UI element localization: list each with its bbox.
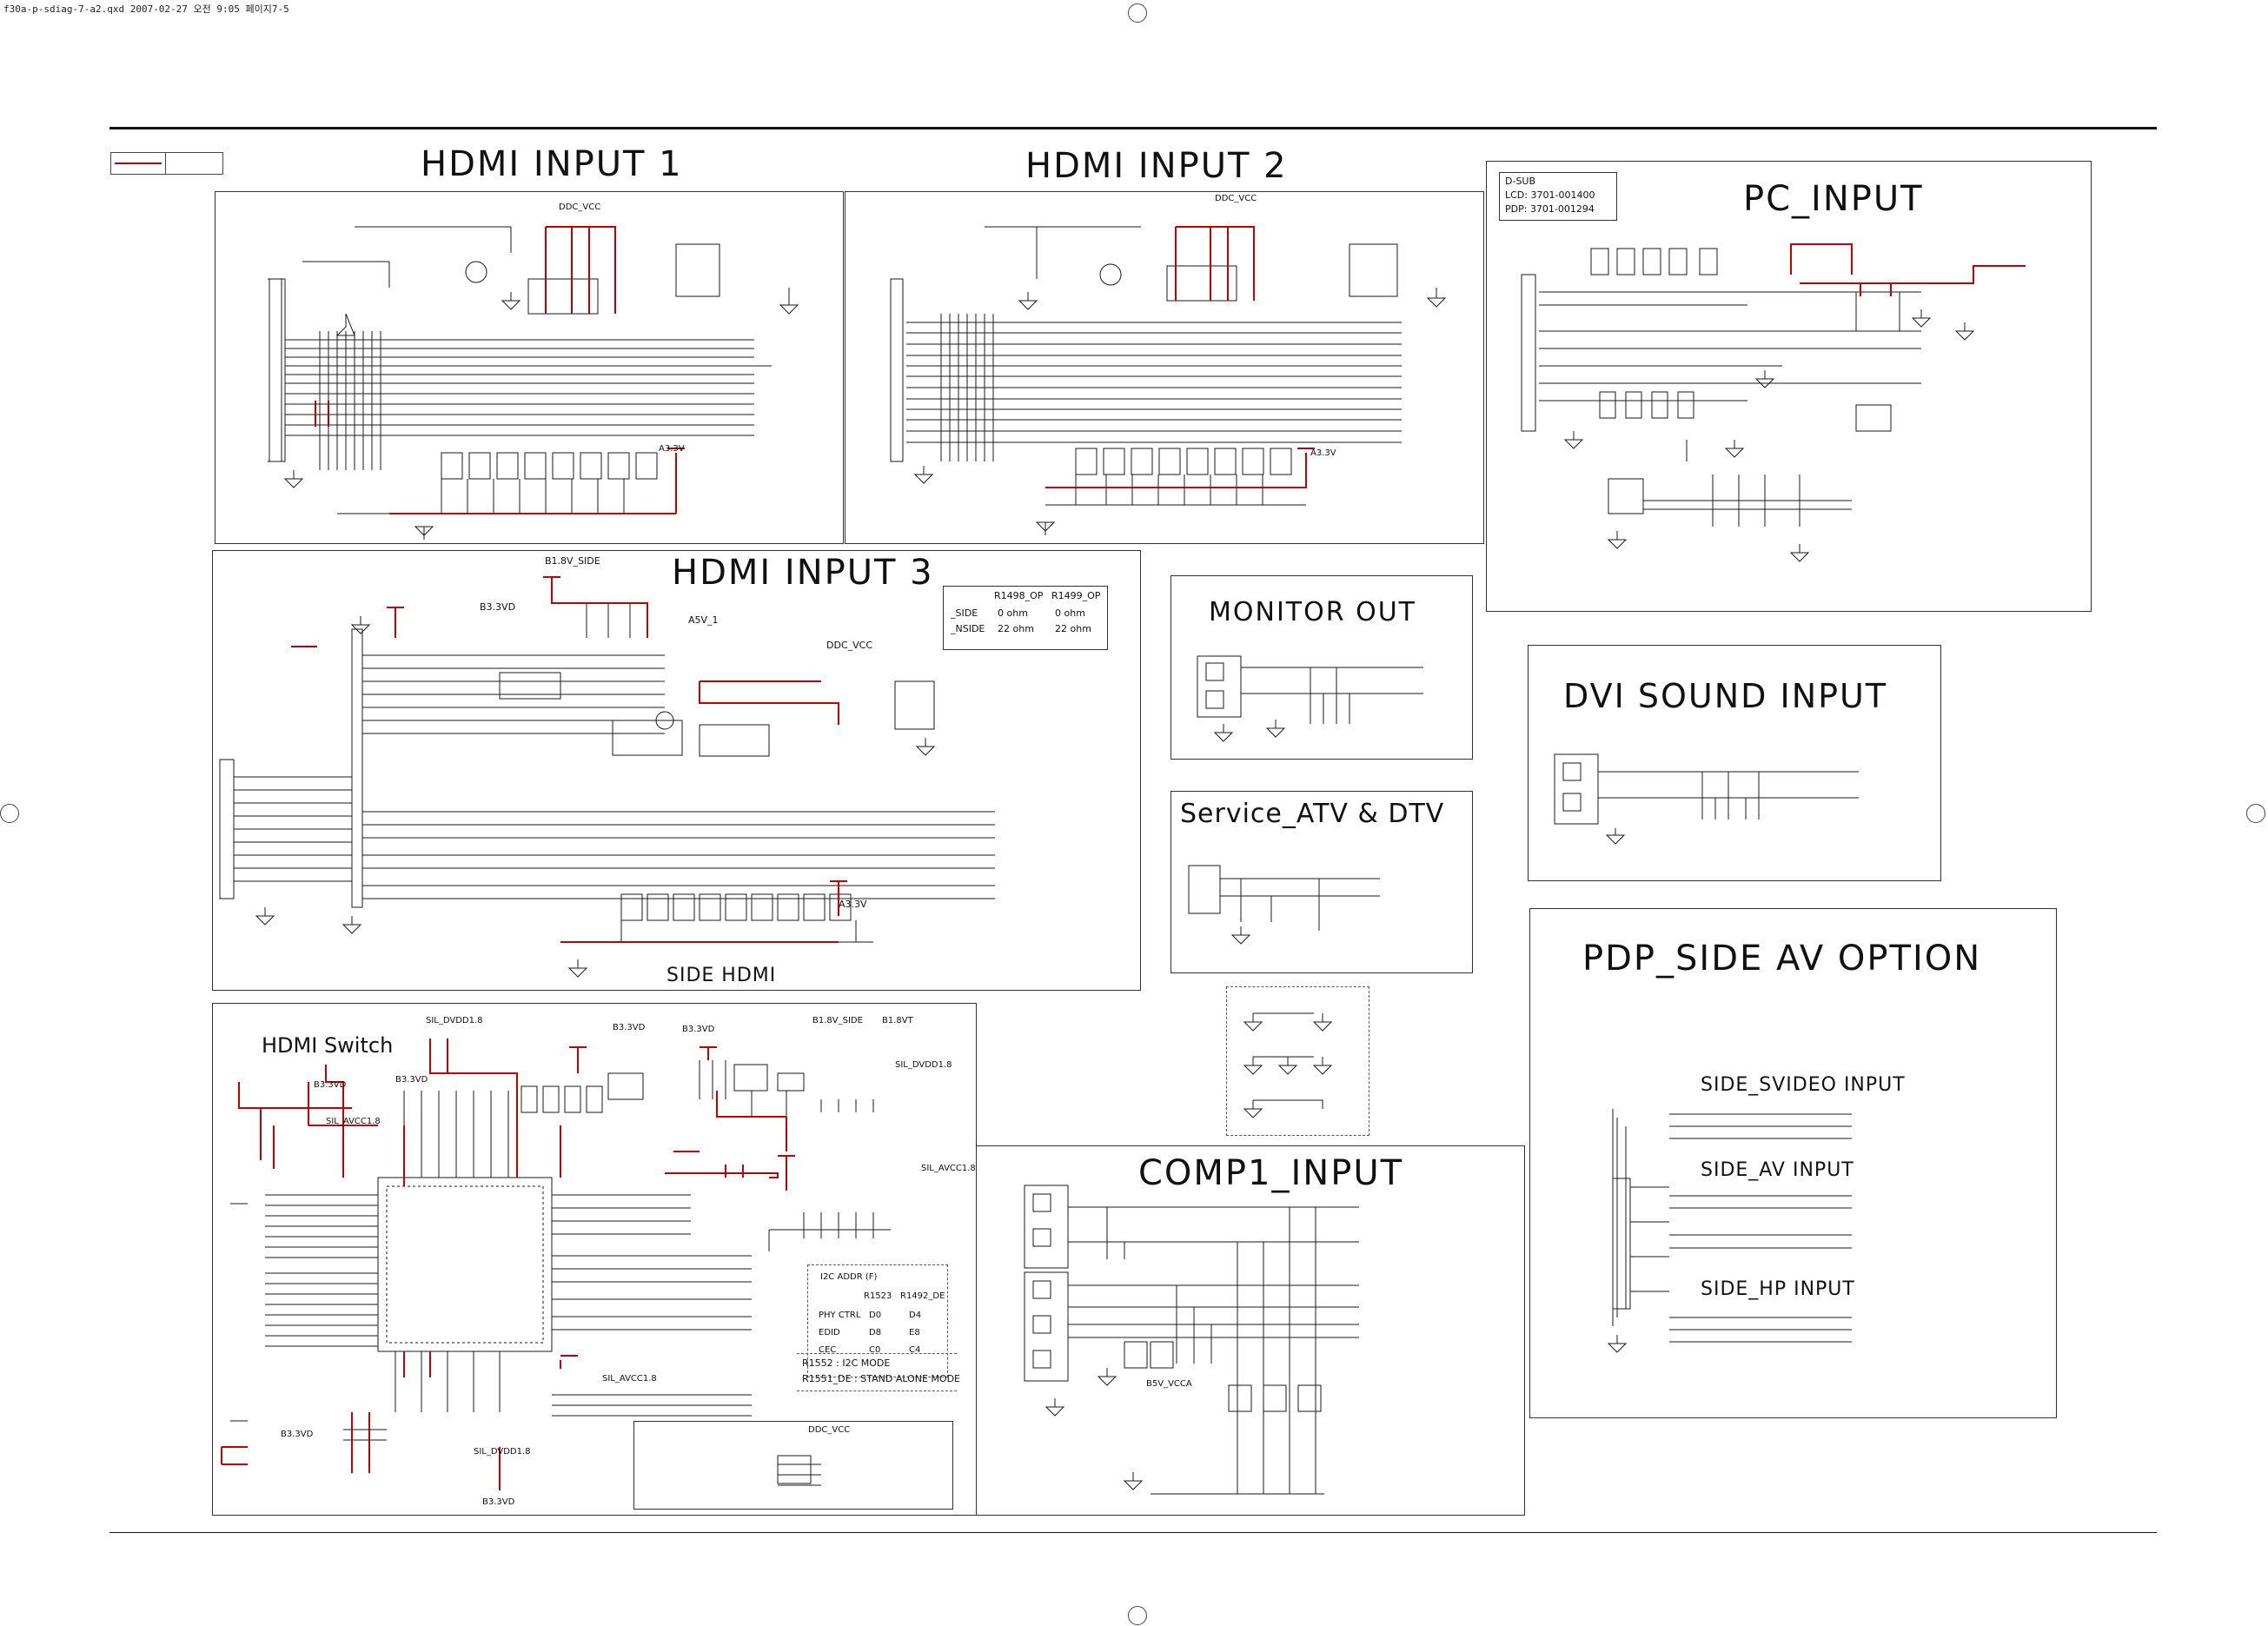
addr-cell: C4 xyxy=(909,1345,921,1355)
pdp-side-av-option-title: PDP_SIDE AV OPTION xyxy=(1582,939,1982,979)
addr-cell: D4 xyxy=(909,1311,922,1320)
addr-cell: D8 xyxy=(869,1328,882,1337)
pc-input-panel: PC_INPUT D-SUB LCD: 3701-001400 PDP: 370… xyxy=(1486,161,2092,612)
option-cell: 22 ohm xyxy=(1055,623,1091,634)
addr-header: R1523 xyxy=(864,1291,892,1301)
option-cell: 0 ohm xyxy=(1055,607,1085,619)
addr-cell: E8 xyxy=(909,1328,920,1337)
page-tab-marker xyxy=(110,152,223,175)
option-row-label: _SIDE xyxy=(951,607,978,619)
switch-rail-b18vt: B1.8VT xyxy=(882,1016,913,1025)
hdmi3-a3v3: A3.3V xyxy=(839,899,867,910)
hdmi-input-1-panel: DDC_VCC A3.3V xyxy=(215,191,844,544)
hdmi2-a3v3-label: A3.3V xyxy=(1310,448,1336,458)
option-cell: 22 ohm xyxy=(998,623,1034,634)
side-hp-input-label: SIDE_HP INPUT xyxy=(1701,1278,1855,1300)
switch-rail-b33vd: B3.3VD xyxy=(314,1080,347,1090)
switch-rail-b33vd: B3.3VD xyxy=(482,1497,515,1507)
hdmi-switch-panel: HDMI Switch xyxy=(212,1003,977,1516)
dsub-label: D-SUB xyxy=(1505,176,1536,187)
hdmi-input-2-panel: DDC_VCC A3.3V xyxy=(845,191,1484,544)
option-header-2: R1499_OP xyxy=(1051,590,1101,601)
pdp-code: PDP: 3701-001294 xyxy=(1505,203,1595,215)
hdmi3-a5v1: A5V_1 xyxy=(688,614,719,626)
hdmi-input-3-title: HDMI INPUT 3 xyxy=(672,553,934,593)
hdmi-input-1-title: HDMI INPUT 1 xyxy=(421,144,683,184)
ddc-eeprom-box: DDC_VCC xyxy=(633,1421,953,1510)
i2c-addr-title: I2C ADDR (F) xyxy=(820,1272,878,1282)
switch-rail-sil-dvdd: SIL_DVDD1.8 xyxy=(474,1447,531,1457)
switch-rail-b33vd: B3.3VD xyxy=(613,1023,646,1032)
option-cell: 0 ohm xyxy=(998,607,1028,619)
comp1-schematic xyxy=(1024,1185,1359,1495)
registration-mark-top xyxy=(1128,3,1147,23)
side-svideo-input-label: SIDE_SVIDEO INPUT xyxy=(1701,1074,1906,1096)
dvi-sound-input-title: DVI SOUND INPUT xyxy=(1563,677,1888,715)
switch-ddc-vcc: DDC_VCC xyxy=(808,1425,851,1435)
option-header-1: R1498_OP xyxy=(994,590,1044,601)
service-title: Service_ATV & DTV xyxy=(1180,799,1445,829)
dvi-sound-input-panel: DVI SOUND INPUT xyxy=(1528,645,1941,881)
hdmi3-b18v-side: B1.8V_SIDE xyxy=(545,555,600,567)
pc-input-title: PC_INPUT xyxy=(1743,179,1924,219)
switch-rail-b33vd: B3.3VD xyxy=(395,1075,428,1085)
addr-row-label: PHY CTRL xyxy=(819,1311,861,1320)
service-atv-dtv-panel: Service_ATV & DTV xyxy=(1170,791,1473,973)
i2c-addr-table: I2C ADDR (F) R1523 R1492_DE PHY CTRL D0 … xyxy=(807,1264,948,1377)
registration-mark-left xyxy=(0,804,19,823)
switch-rail-sil-avcc: SIL_AVCC1.8 xyxy=(602,1374,657,1384)
lcd-code: LCD: 3701-001400 xyxy=(1505,189,1595,201)
option-row-label: _NSIDE xyxy=(951,623,985,634)
hdmi-input-3-panel: HDMI INPUT 3 R1498_OP R1499_OP _SIDE 0 o… xyxy=(212,550,1141,991)
hdmi2-ddc-vcc-label: DDC_VCC xyxy=(1215,194,1257,203)
hdmi1-ddc-vcc-label: DDC_VCC xyxy=(559,202,601,212)
dsub-info-box: D-SUB LCD: 3701-001400 PDP: 3701-001294 xyxy=(1499,172,1617,221)
addr-cell: D0 xyxy=(869,1311,882,1320)
switch-rail-sil-avcc: SIL_AVCC1.8 xyxy=(921,1164,976,1173)
side-av-input-label: SIDE_AV INPUT xyxy=(1701,1159,1854,1181)
registration-mark-right xyxy=(2246,804,2265,823)
switch-rail-sil-avcc: SIL_AVCC1.8 xyxy=(326,1117,381,1126)
switch-rail-b33vd: B3.3VD xyxy=(281,1430,314,1439)
top-rule xyxy=(109,127,2157,129)
addr-cell: C0 xyxy=(869,1345,881,1355)
switch-rail-sil-dvdd: SIL_DVDD1.8 xyxy=(895,1060,952,1070)
monitor-out-panel: MONITOR OUT xyxy=(1170,575,1473,760)
hdmi-switch-title: HDMI Switch xyxy=(262,1033,394,1058)
switch-rail-sil-dvdd: SIL_DVDD1.8 xyxy=(426,1016,483,1025)
switch-rail-b33vd: B3.3VD xyxy=(682,1025,715,1034)
hdmi-input-2-schematic xyxy=(890,226,1447,535)
hdmi-input-1-schematic xyxy=(268,226,799,540)
side-hdmi-label: SIDE HDMI xyxy=(666,965,777,986)
mode-line-1: R1552 : I2C MODE xyxy=(802,1357,891,1369)
registration-mark-bottom xyxy=(1128,1606,1147,1625)
file-info-header: f30a-p-sdiag-7-a2.qxd 2007-02-27 오전 9:05… xyxy=(3,3,289,15)
hdmi3-option-table: R1498_OP R1499_OP _SIDE 0 ohm 0 ohm _NSI… xyxy=(943,586,1108,650)
comp1-b5v-vcca: B5V_VCCA xyxy=(1146,1379,1192,1389)
hdmi3-ddc-vcc: DDC_VCC xyxy=(826,640,873,651)
addr-row-label: CEC xyxy=(819,1345,837,1355)
hdmi1-a3v3-label: A3.3V xyxy=(659,444,685,454)
comp1-input-panel: COMP1_INPUT B5V_VCCA xyxy=(976,1145,1525,1516)
pdp-side-av-option-panel: PDP_SIDE AV OPTION SIDE_SVIDEO INPUT SID… xyxy=(1529,908,2057,1418)
mode-note-box: R1552 : I2C MODE R1551_DE : STAND ALONE … xyxy=(797,1353,960,1391)
addr-header: R1492_DE xyxy=(900,1291,945,1301)
hdmi-input-2-title: HDMI INPUT 2 xyxy=(1025,146,1288,186)
ground-symbol-legend xyxy=(1226,986,1369,1136)
bottom-rule xyxy=(109,1532,2157,1533)
monitor-out-title: MONITOR OUT xyxy=(1209,597,1417,627)
pc-input-schematic xyxy=(1521,243,2026,562)
comp1-input-title: COMP1_INPUT xyxy=(1138,1153,1404,1193)
mode-line-2: R1551_DE : STAND ALONE MODE xyxy=(802,1373,960,1384)
hdmi3-b33vd: B3.3VD xyxy=(480,601,516,613)
switch-rail-b18v-side: B1.8V_SIDE xyxy=(812,1016,863,1025)
addr-row-label: EDID xyxy=(819,1328,840,1337)
